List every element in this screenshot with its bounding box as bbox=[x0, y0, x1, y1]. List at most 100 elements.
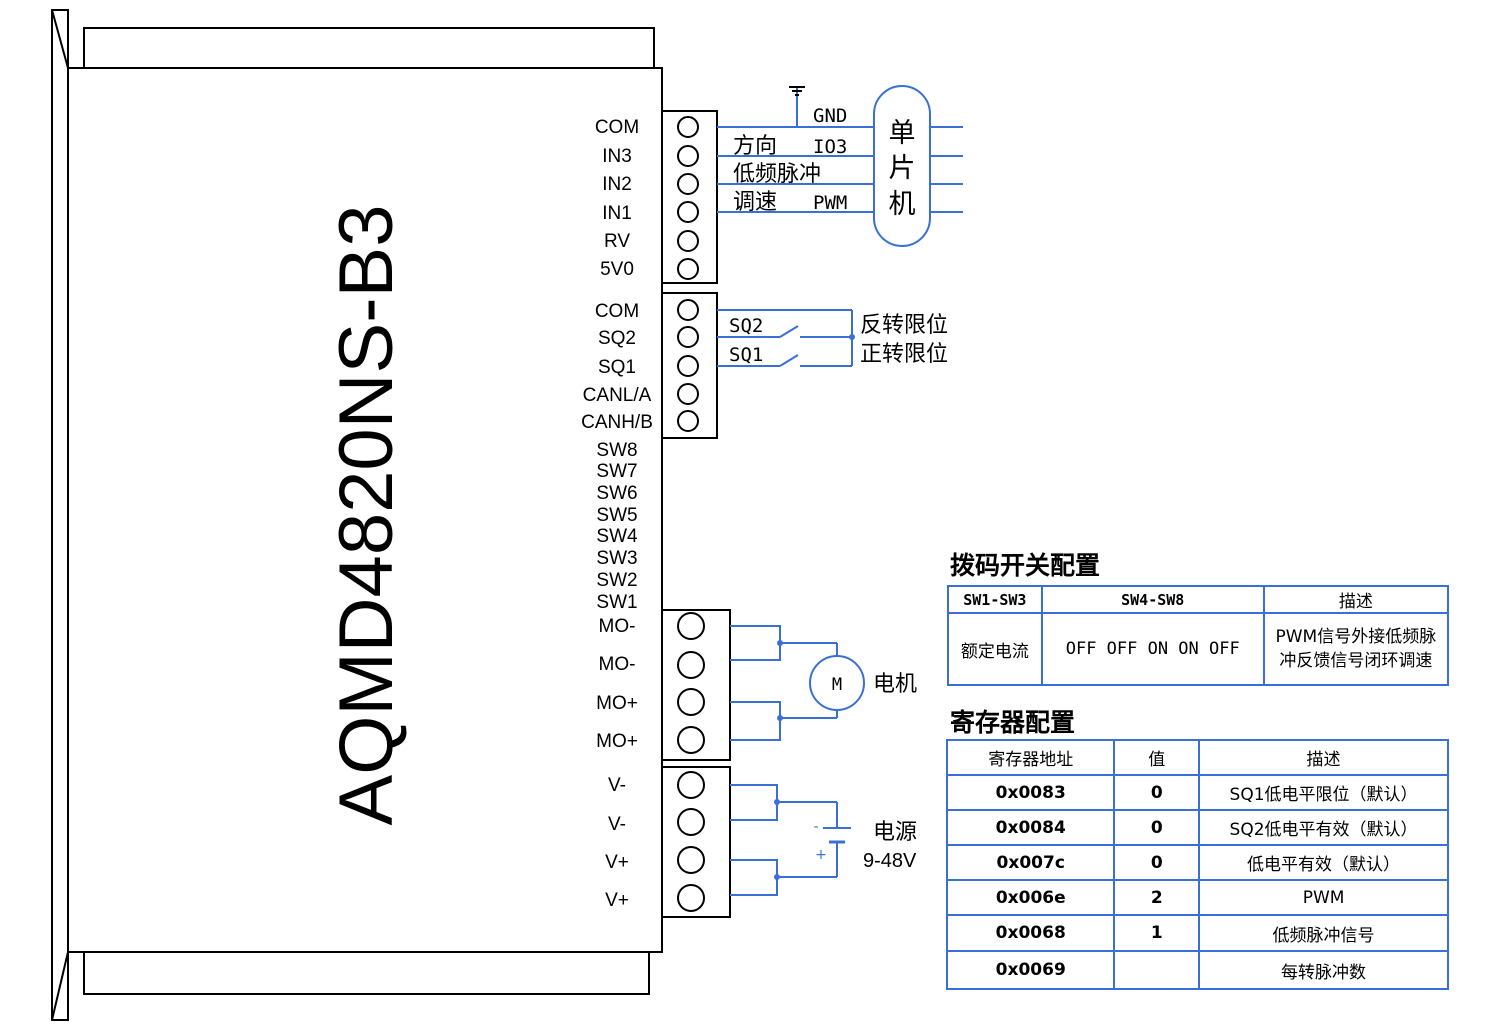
pin-label: MO+ bbox=[596, 731, 638, 752]
low-freq-pulse-label: 低频脉冲 bbox=[733, 162, 821, 187]
terminal-screw bbox=[677, 651, 705, 679]
pin-label: SW3 bbox=[596, 548, 637, 569]
device-body bbox=[51, 9, 663, 1021]
pin-label: MO- bbox=[599, 654, 636, 675]
junction-dots bbox=[774, 334, 855, 880]
motor-symbol: M bbox=[832, 675, 842, 695]
pin-label: SW2 bbox=[596, 570, 637, 591]
pin-label: IN1 bbox=[602, 203, 632, 224]
table-header-row: SW1-SW3 SW4-SW8 描述 bbox=[947, 585, 1450, 614]
table-header-row: 寄存器地址 值 描述 bbox=[945, 739, 1449, 776]
pin-label: RV bbox=[604, 231, 630, 252]
description-cell: PWM信号外接低频脉 冲反馈信号闭环调速 bbox=[1262, 612, 1450, 686]
pin-label: CANH/B bbox=[581, 412, 653, 433]
terminal-screw bbox=[677, 173, 699, 195]
pin-label: COM bbox=[595, 301, 639, 322]
dip-config-table: SW1-SW3 SW4-SW8 描述 额定电流 OFF OFF ON ON OF… bbox=[947, 585, 1450, 686]
motor-label: 电机 bbox=[873, 672, 917, 697]
terminal-screws bbox=[677, 116, 705, 912]
speed-label: 调速 bbox=[733, 190, 777, 215]
forward-limit-label: 正转限位 bbox=[860, 342, 948, 367]
pin-label: SQ2 bbox=[598, 328, 636, 349]
motor-pin-labels: MO- MO- MO+ MO+ bbox=[596, 616, 638, 752]
pin-label: SW4 bbox=[596, 526, 638, 547]
mcu-char: 机 bbox=[889, 189, 916, 220]
gnd-label: GND bbox=[813, 105, 847, 127]
io3-label: IO3 bbox=[813, 136, 847, 158]
power-wires bbox=[730, 784, 838, 896]
description-cell: 每转脉冲数 bbox=[1198, 950, 1449, 990]
description-line: PWM信号外接低频脉 bbox=[1275, 627, 1437, 647]
pin-label: V+ bbox=[605, 852, 629, 873]
mcu-char: 单 bbox=[889, 118, 916, 149]
reverse-limit-label: 反转限位 bbox=[860, 313, 948, 338]
header-cell: 值 bbox=[1113, 739, 1201, 776]
terminal-screw bbox=[677, 326, 699, 348]
terminal-screw bbox=[677, 884, 705, 912]
terminal-screw bbox=[677, 299, 699, 321]
pin-label: SW6 bbox=[596, 483, 637, 504]
value-cell: 0 bbox=[1113, 774, 1201, 811]
terminal-screw bbox=[677, 145, 699, 167]
sq1-label: SQ1 bbox=[729, 344, 763, 366]
terminal-screw bbox=[677, 771, 705, 799]
register-config-title: 寄存器配置 bbox=[950, 708, 1076, 737]
switch-state-cell: OFF OFF ON ON OFF bbox=[1040, 612, 1265, 686]
table-row: 额定电流 OFF OFF ON ON OFF PWM信号外接低频脉 冲反馈信号闭… bbox=[947, 612, 1450, 686]
connector-blocks bbox=[661, 110, 731, 918]
description-cell: SQ2低电平有效（默认） bbox=[1198, 809, 1449, 846]
pin-label: SW8 bbox=[596, 440, 637, 461]
pin-label: SW5 bbox=[596, 505, 637, 526]
value-cell bbox=[1113, 950, 1201, 990]
dip-config-title: 拨码开关配置 bbox=[950, 551, 1101, 580]
motor-icon bbox=[809, 655, 865, 711]
terminal-screw bbox=[677, 201, 699, 223]
pin-label: V+ bbox=[605, 890, 629, 911]
battery-icon bbox=[823, 827, 851, 844]
terminal-screw bbox=[677, 230, 699, 252]
limit-pin-labels: COM SQ2 SQ1 CANL/A CANH/B bbox=[581, 301, 653, 433]
pin-label: V- bbox=[608, 814, 626, 835]
power-label: 电源 bbox=[873, 820, 917, 845]
header-cell: 描述 bbox=[1262, 585, 1450, 614]
mcu-char: 片 bbox=[889, 153, 916, 184]
power-range: 9-48V bbox=[863, 850, 917, 872]
terminal-screw bbox=[677, 258, 699, 280]
header-cell: SW1-SW3 bbox=[947, 585, 1043, 614]
address-cell: 0x0083 bbox=[945, 774, 1116, 811]
mcu-wires bbox=[717, 85, 963, 247]
value-cell: 1 bbox=[1113, 914, 1201, 952]
rated-current-cell: 额定电流 bbox=[947, 612, 1043, 686]
description-cell: 低频脉冲信号 bbox=[1198, 914, 1449, 952]
ground-icon bbox=[789, 86, 805, 96]
mcu-box bbox=[873, 85, 931, 247]
pin-label: MO- bbox=[599, 616, 636, 637]
value-cell: 0 bbox=[1113, 809, 1201, 846]
direction-label: 方向 bbox=[733, 134, 777, 159]
battery-minus: - bbox=[813, 819, 818, 835]
battery-plus: + bbox=[815, 847, 827, 863]
pwm-label: PWM bbox=[813, 192, 847, 214]
sq2-label: SQ2 bbox=[729, 315, 763, 337]
terminal-screw bbox=[677, 612, 705, 640]
switch-pin-labels: SW8 SW7 SW6 SW5 SW4 SW3 SW2 SW1 bbox=[596, 440, 638, 613]
terminal-screw bbox=[677, 846, 705, 874]
pin-label: CANL/A bbox=[583, 385, 652, 406]
terminal-screw bbox=[677, 808, 705, 836]
pin-label: SW1 bbox=[596, 592, 637, 613]
description-cell: 低电平有效（默认） bbox=[1198, 844, 1449, 881]
pin-label: 5V0 bbox=[600, 259, 634, 280]
pin-label: MO+ bbox=[596, 693, 638, 714]
pin-label: COM bbox=[595, 117, 639, 138]
terminal-screw bbox=[677, 355, 699, 377]
header-cell: 寄存器地址 bbox=[945, 739, 1116, 776]
mcu-label: 单 片 机 bbox=[889, 118, 916, 220]
pin-label: IN3 bbox=[602, 146, 632, 167]
address-cell: 0x006e bbox=[945, 879, 1116, 916]
